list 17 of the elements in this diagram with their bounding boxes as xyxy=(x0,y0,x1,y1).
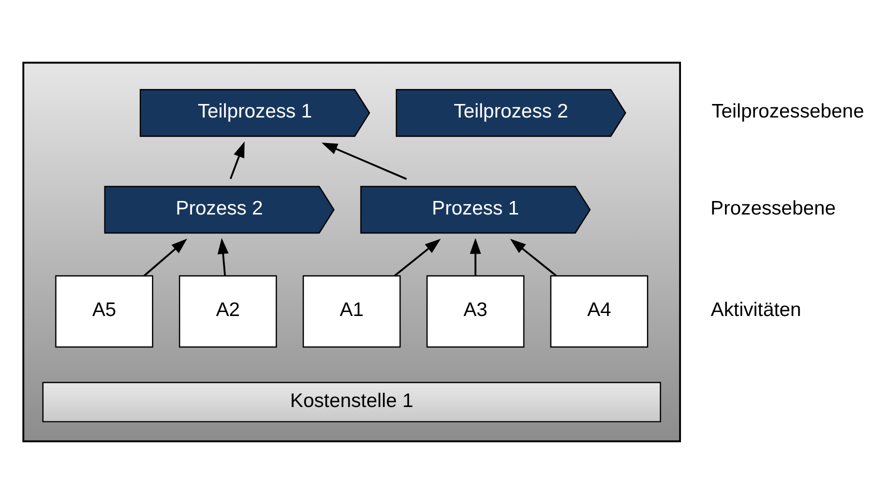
arrow xyxy=(218,238,229,276)
node-box: A1 xyxy=(302,275,401,348)
cluster xyxy=(22,62,681,442)
label: Teilprozessebene xyxy=(712,100,864,123)
arrow xyxy=(144,238,188,276)
arrow xyxy=(510,238,557,276)
label: Prozessebene xyxy=(710,197,836,220)
node-box: Kostenstelle 1 xyxy=(42,382,662,422)
arrow xyxy=(394,238,441,276)
node-box: A3 xyxy=(426,275,524,348)
label: Aktivitäten xyxy=(710,299,802,322)
node-box: A2 xyxy=(178,275,277,348)
arrow xyxy=(322,142,407,180)
node-box: A4 xyxy=(550,275,648,348)
arrow xyxy=(230,141,245,180)
arrow xyxy=(470,238,482,276)
node-box: A5 xyxy=(55,275,154,348)
